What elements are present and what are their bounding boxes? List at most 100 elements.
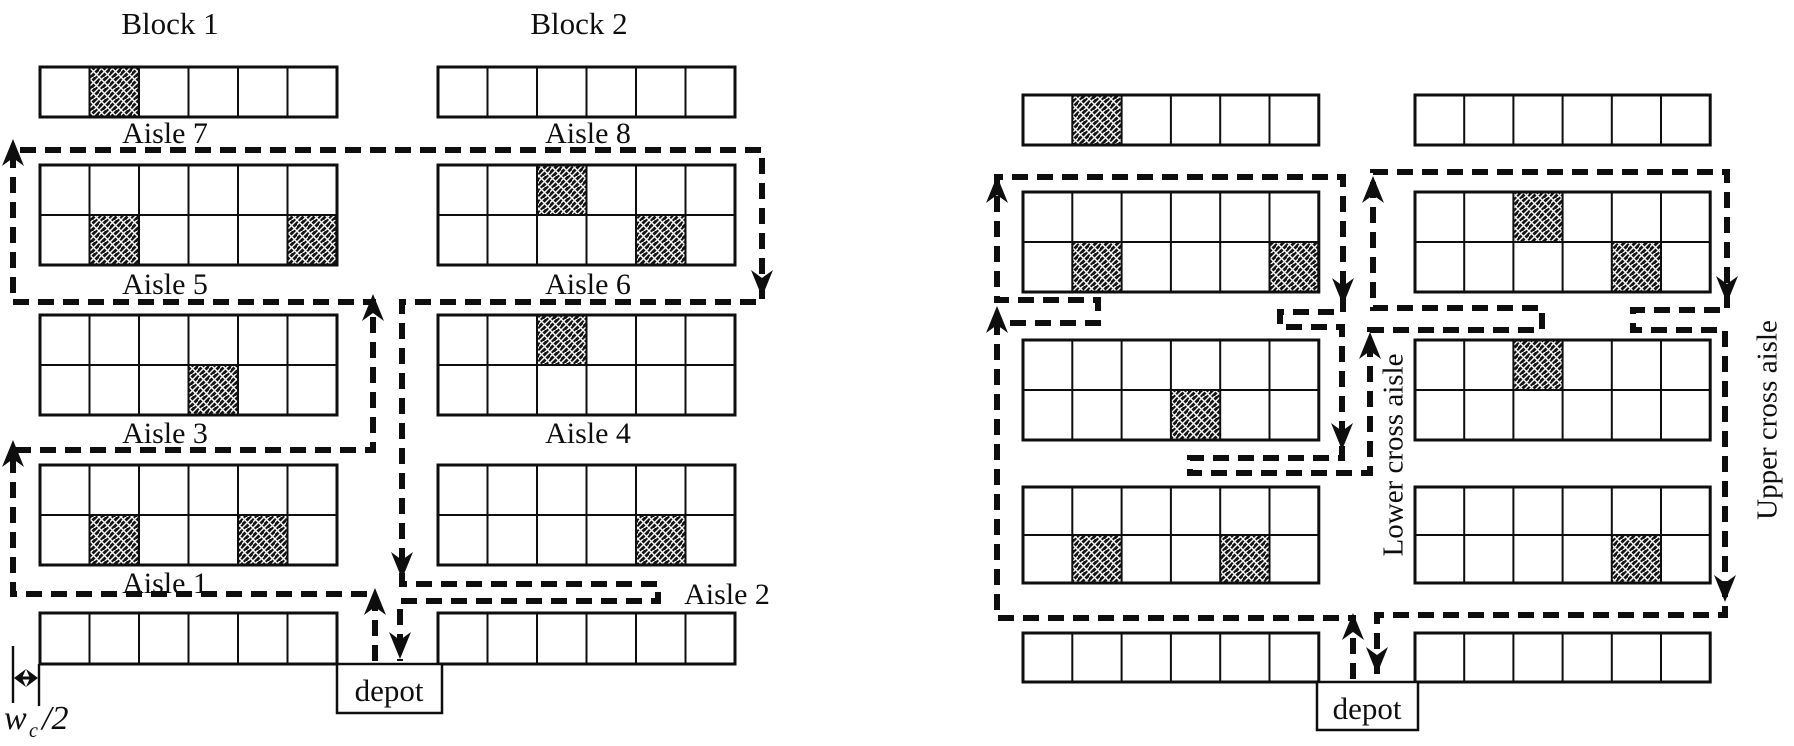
largest-gap-route-path — [994, 169, 1730, 679]
route-arrow-down-icon — [751, 270, 773, 297]
left-block1-aisle3-rack — [38, 313, 339, 417]
route-arrow-up-icon — [986, 306, 1008, 333]
stored-item-cell — [1072, 535, 1122, 583]
route-arrow-down-icon — [391, 552, 413, 579]
route-arrow-up-icon — [362, 294, 384, 321]
aisle-width-symbol: w — [4, 700, 27, 737]
route-arrow-down-icon — [1714, 575, 1736, 602]
rack-border — [38, 611, 339, 666]
route-arrow-down-icon — [1332, 278, 1354, 305]
stored-item-cell — [537, 315, 587, 365]
rack-border — [38, 65, 339, 119]
right-block1-lower-rack — [1021, 485, 1321, 585]
stored-item-cell — [537, 165, 587, 215]
right-block2-upper-rack — [1413, 190, 1712, 294]
block-1-label: Block 1 — [121, 6, 218, 41]
right-block2-middle-rack — [1413, 338, 1712, 442]
route-arrow-up-icon — [1359, 332, 1381, 359]
rack-border — [1413, 93, 1712, 147]
left-block1-top-rack — [38, 65, 339, 119]
stored-item-cell — [1220, 535, 1270, 583]
upper-cross-aisle-label: Upper cross aisle — [1752, 320, 1784, 520]
rack-border — [436, 313, 737, 417]
stored-item-cell — [89, 67, 139, 117]
width-arrow-right-icon — [26, 669, 38, 687]
storage-racks-layer — [38, 65, 1712, 684]
left-bottom-rack-west — [38, 611, 339, 666]
stored-item-cell — [89, 215, 139, 265]
stored-item-cell — [636, 515, 686, 565]
rack-border — [1021, 93, 1321, 147]
rack-border — [436, 463, 737, 567]
right-block2-bottom-rack — [1413, 631, 1712, 684]
rack-border — [38, 313, 339, 417]
route-arrow-up-icon — [1362, 176, 1384, 203]
stored-item-cell — [1269, 242, 1319, 292]
s-shape-route-path — [10, 147, 765, 661]
right-block2-lower-rack — [1413, 485, 1712, 585]
left-block2-top-rack — [436, 65, 737, 119]
rack-border — [1413, 338, 1712, 442]
aisle-8-label: Aisle 8 — [545, 117, 631, 150]
route-arrow-up-icon — [2, 139, 24, 166]
right-block1-bottom-rack — [1021, 631, 1321, 684]
lower-cross-aisle-label: Lower cross aisle — [1378, 354, 1410, 557]
aisle-width-marker-layer — [11, 646, 41, 706]
rack-border — [436, 163, 737, 267]
rack-border — [1021, 631, 1321, 684]
route-arrow-up-icon — [1342, 613, 1364, 640]
left-depot-label: depot — [355, 673, 424, 708]
stored-item-cell — [1611, 242, 1661, 292]
rack-border — [436, 611, 737, 666]
aisle-6-label: Aisle 6 — [545, 268, 631, 301]
left-bottom-rack-east — [436, 611, 737, 666]
rack-border — [1021, 190, 1321, 294]
aisle-width-suffix: /2 — [40, 700, 68, 737]
right-block1-top-rack — [1021, 93, 1321, 147]
aisle-2-label: Aisle 2 — [684, 578, 770, 611]
block-2-label: Block 2 — [530, 6, 627, 41]
left-block2-aisle6-rack — [436, 163, 737, 267]
route-arrow-down-icon — [1716, 276, 1738, 303]
stored-item-cell — [1072, 242, 1122, 292]
route-arrow-down-icon — [1331, 423, 1353, 450]
right-block1-upper-rack — [1021, 190, 1321, 294]
stored-item-cell — [188, 365, 238, 415]
route-arrow-down-icon — [1366, 647, 1388, 674]
left-block1-aisle5-rack — [38, 163, 339, 267]
aisle-1-label: Aisle 1 — [122, 567, 208, 600]
aisle-5-label: Aisle 5 — [122, 268, 208, 301]
right-depot-box — [1315, 680, 1420, 732]
stored-item-cell — [89, 515, 139, 565]
stored-item-cell — [636, 215, 686, 265]
rack-border — [38, 463, 339, 567]
route-arrow-down-icon — [389, 632, 411, 659]
width-arrow-left-icon — [14, 669, 26, 687]
route-arrow-up-icon — [2, 440, 24, 467]
aisle-width-subscript: c — [29, 720, 38, 742]
left-block2-aisle2-rack — [436, 463, 737, 567]
rack-border — [1413, 631, 1712, 684]
aisle-7-label: Aisle 7 — [122, 117, 208, 150]
left-block1-aisle1-rack — [38, 463, 339, 567]
stored-item-cell — [238, 515, 288, 565]
rack-border — [1021, 485, 1321, 585]
rack-border — [1021, 338, 1321, 442]
aisle-3-label: Aisle 3 — [122, 417, 208, 450]
labels-layer: Block 1 Block 2 Aisle 7 Aisle 8 Aisle 5 … — [4, 6, 1784, 742]
right-block2-top-rack — [1413, 93, 1712, 147]
left-depot-box — [335, 662, 444, 715]
stored-item-cell — [1072, 95, 1122, 145]
picking-routes-layer — [2, 139, 1738, 679]
stored-item-cell — [1170, 390, 1221, 440]
stored-item-cell — [1611, 535, 1661, 583]
route-arrow-up-icon — [986, 176, 1008, 203]
aisle-4-label: Aisle 4 — [545, 417, 631, 450]
rack-border — [38, 163, 339, 267]
stored-item-cell — [287, 215, 337, 265]
stored-item-cell — [1513, 340, 1563, 390]
depots-layer — [335, 662, 1420, 732]
route-arrow-up-icon — [364, 588, 386, 615]
